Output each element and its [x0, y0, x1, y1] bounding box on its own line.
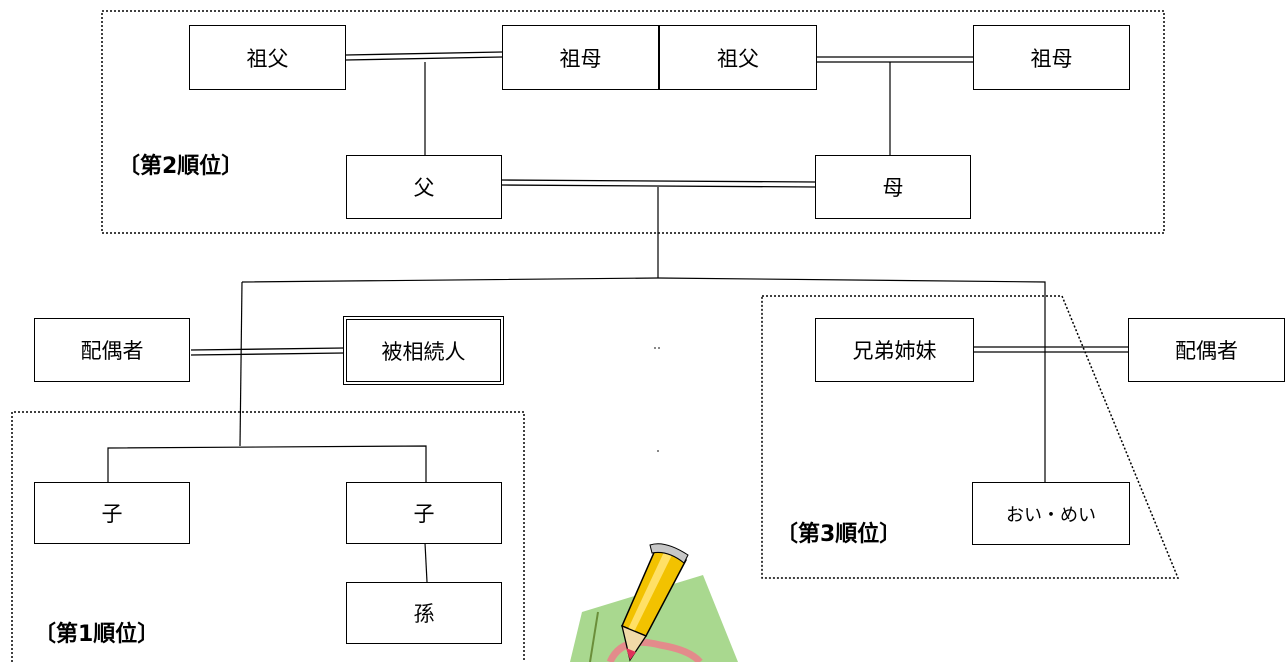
rank3-label: 〔第3順位〕 — [776, 522, 902, 547]
paternal-grandfather-box: 祖父 — [189, 25, 346, 90]
child-box: 子 — [346, 482, 502, 544]
stray-dot — [654, 347, 656, 349]
stray-dot — [657, 450, 659, 452]
sibling-spouse-box: 配偶者 — [1128, 318, 1285, 382]
maternal-grandmother-box: 祖母 — [973, 25, 1130, 90]
rank2-label: 〔第2順位〕 — [118, 154, 244, 179]
rank1-label: 〔第1順位〕 — [34, 622, 160, 647]
mother-box: 母 — [815, 155, 971, 219]
decedent-box: 被相続人 — [343, 316, 504, 385]
rank3-group-outline — [761, 295, 1180, 579]
rank2-group-outline — [101, 10, 1165, 234]
spouse-box: 配偶者 — [34, 318, 190, 382]
pencil-paper-icon — [570, 543, 738, 662]
paternal-grandmother-box: 祖母 — [502, 25, 659, 90]
rank1-group-outline — [11, 411, 525, 662]
grandchild-box: 孫 — [346, 582, 502, 644]
maternal-grandfather-box: 祖父 — [659, 25, 817, 90]
child-box: 子 — [34, 482, 190, 544]
father-box: 父 — [346, 155, 502, 219]
stray-dot — [658, 347, 660, 349]
siblings-box: 兄弟姉妹 — [815, 318, 974, 382]
nephew-niece-box: おい・めい — [972, 482, 1130, 545]
